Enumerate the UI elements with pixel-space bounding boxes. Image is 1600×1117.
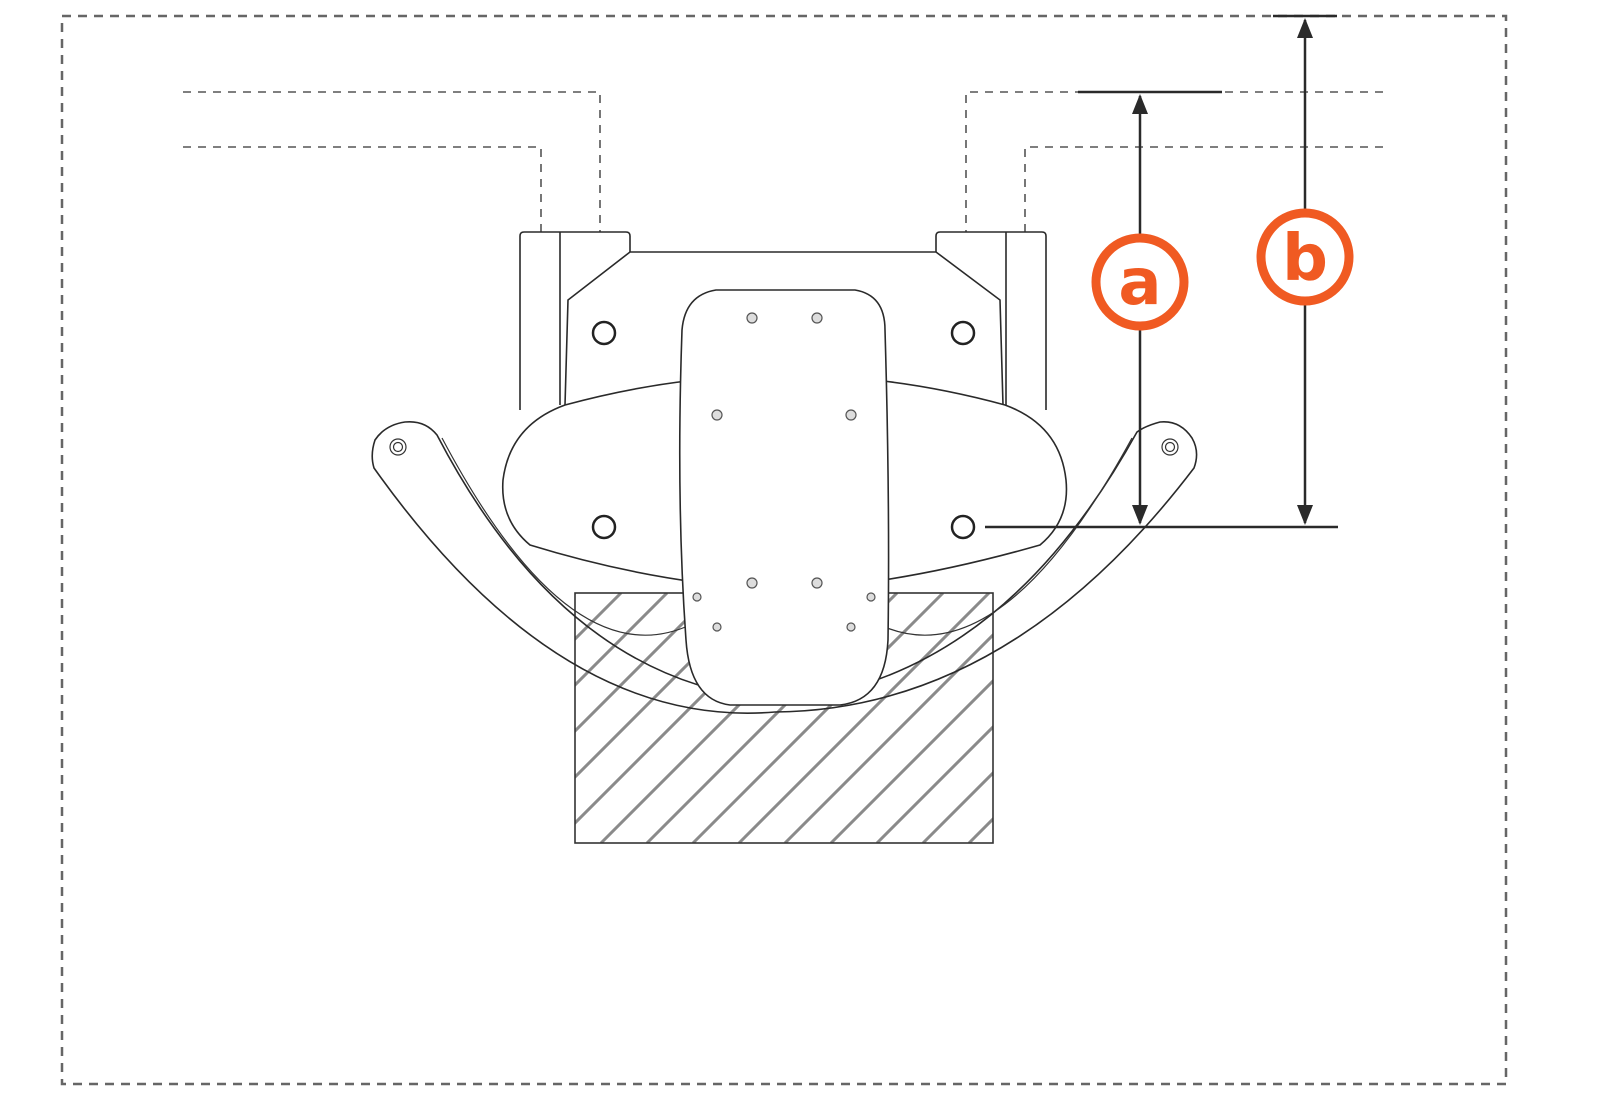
hatch-line	[575, 593, 577, 596]
label-a: a	[1118, 246, 1161, 320]
screw	[692, 592, 702, 602]
screw	[711, 409, 723, 421]
rocker-base	[371, 420, 1198, 714]
mounting-holes	[591, 320, 976, 540]
hatch-line	[875, 724, 993, 843]
label-a-circle	[1091, 233, 1189, 331]
rocker-inner-left	[441, 437, 691, 636]
screw	[846, 622, 856, 632]
screw	[746, 312, 758, 324]
left-pivot-bolt	[389, 438, 407, 456]
label-b-circle	[1256, 208, 1354, 306]
back-plate	[564, 251, 1004, 406]
hatch-line	[921, 770, 993, 843]
mounting-hole	[591, 514, 617, 540]
mounting-hole	[950, 514, 976, 540]
right-pivot-bolt-inner	[1164, 441, 1176, 453]
hatch-line	[783, 632, 993, 843]
label-b-badge: b	[1256, 208, 1354, 306]
screw	[845, 409, 857, 421]
mounting-hole	[591, 320, 617, 346]
screws	[692, 312, 876, 632]
label-a-badge: a	[1091, 233, 1189, 331]
guide-left-outer	[183, 91, 601, 232]
screw	[866, 592, 876, 602]
right-backrest-post	[935, 231, 1047, 410]
guide-left-inner	[183, 146, 542, 232]
chair	[371, 231, 1198, 714]
mounting-hole	[950, 320, 976, 346]
hatch-line	[829, 678, 993, 843]
back-pad	[678, 289, 890, 706]
hatch-line	[691, 593, 945, 843]
hatch-line	[575, 593, 669, 688]
screw	[746, 577, 758, 589]
left-backrest-post	[519, 231, 631, 410]
rocker-inner-right	[879, 437, 1133, 636]
screw	[811, 312, 823, 324]
label-b: b	[1282, 222, 1328, 296]
hatch-line	[575, 593, 715, 734]
screw	[712, 622, 722, 632]
clearance-area-border	[60, 14, 1508, 1086]
hatch-line	[967, 816, 993, 843]
guide-lines	[183, 91, 1383, 232]
guide-right-outer	[965, 91, 1383, 232]
right-pivot-bolt	[1161, 438, 1179, 456]
screw	[811, 577, 823, 589]
hatch-line	[575, 593, 623, 642]
hatch-line	[737, 593, 991, 843]
left-pivot-bolt-inner	[392, 441, 404, 453]
